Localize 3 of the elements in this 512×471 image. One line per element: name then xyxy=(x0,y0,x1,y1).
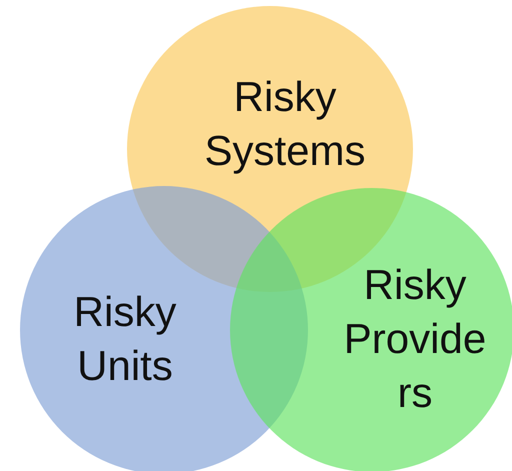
set-label: Risky Units xyxy=(72,287,178,391)
set-label: Risky Systems xyxy=(203,72,367,176)
set-label: Risky Provide rs xyxy=(342,260,488,418)
